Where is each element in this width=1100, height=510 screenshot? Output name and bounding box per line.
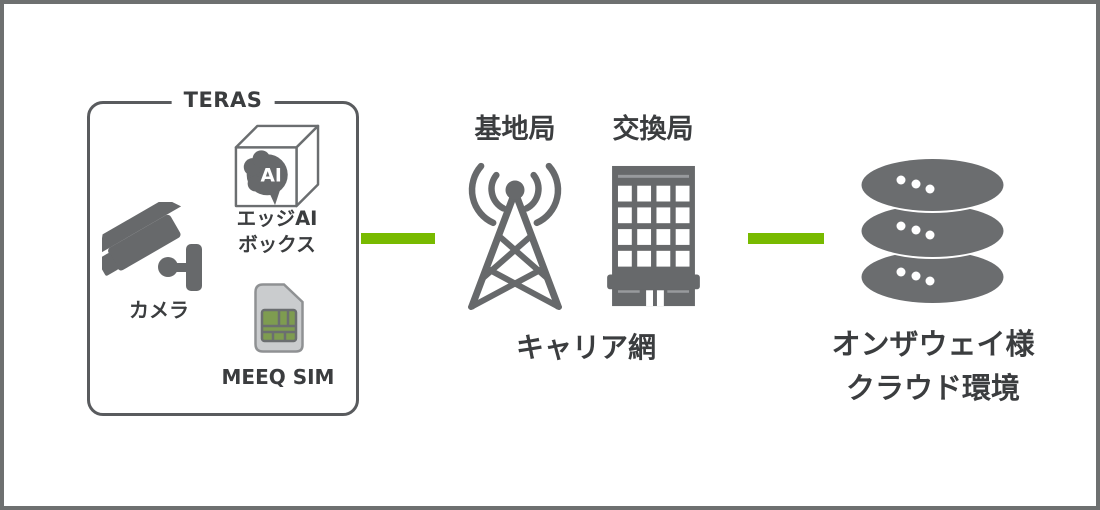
edge-ai-box-label-line2: ボックス (238, 233, 316, 256)
connector-line-device-to-carrier (361, 233, 435, 244)
antenna-tower-icon (468, 162, 562, 310)
ai-icon-text: AI (260, 166, 281, 187)
base-station-label: 基地局 (474, 114, 556, 145)
cloud-label-line1: オンザウェイ様 (831, 327, 1035, 361)
security-camera-icon (102, 202, 202, 291)
sim-chip (260, 308, 298, 343)
teras-device-group: TERAS カメラ (87, 88, 359, 416)
connector-line-carrier-to-cloud (748, 233, 824, 244)
teras-group-title: TERAS (171, 88, 275, 112)
exchange-building-icon (607, 165, 700, 307)
sim-card-icon (254, 283, 304, 353)
edge-ai-box-label: エッジAI ボックス (222, 206, 332, 258)
cloud-label-line2: クラウド環境 (845, 371, 1020, 405)
ai-brain-glyph (243, 150, 288, 206)
database-stack-icon (860, 158, 1005, 303)
cloud-environment-label: オンザウェイ様 クラウド環境 (802, 322, 1064, 410)
carrier-network-label: キャリア網 (515, 331, 656, 364)
camera-label: カメラ (129, 298, 189, 322)
edge-ai-box-label-line1: エッジAI (236, 207, 318, 230)
edge-ai-box-icon: AI (234, 124, 320, 208)
sim-label: MEEQ SIM (221, 365, 335, 389)
exchange-station-label: 交換局 (612, 114, 694, 145)
